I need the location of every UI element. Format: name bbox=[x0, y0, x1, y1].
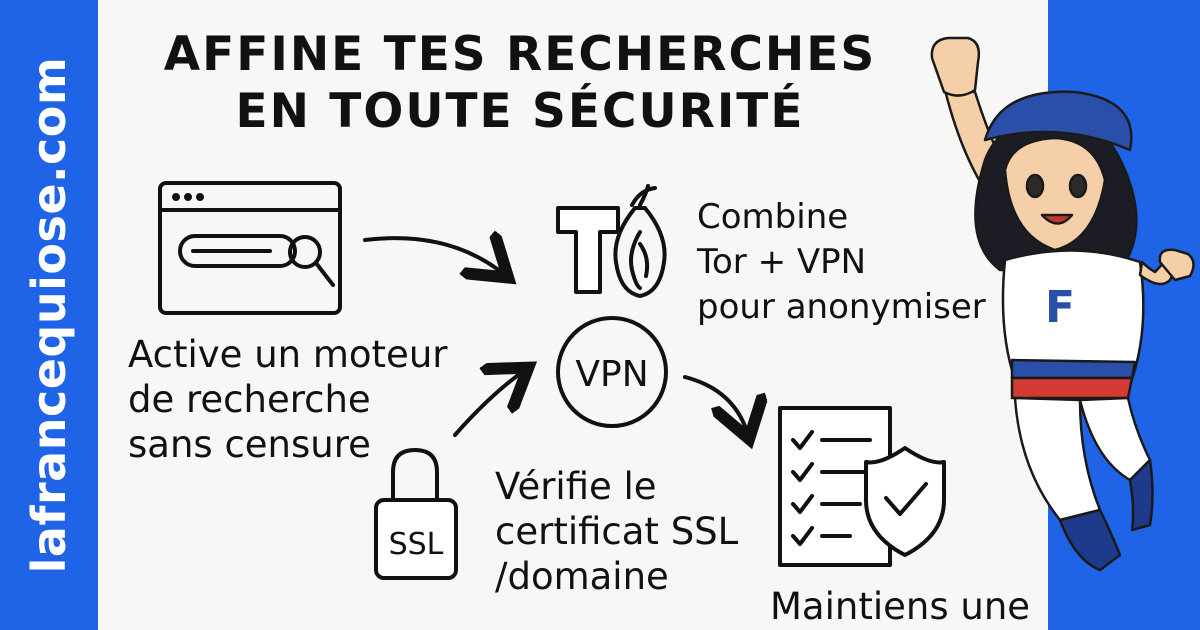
ssl-padlock-icon: SSL bbox=[374, 448, 458, 580]
step-maintain-text: Maintiens une bbox=[770, 584, 1030, 629]
step-maintain-line-1: Maintiens une bbox=[770, 585, 1031, 628]
title-line-2: EN TOUTE SÉCURITÉ bbox=[235, 84, 805, 139]
checklist-shield-icon bbox=[778, 406, 946, 567]
step-ssl-line-2: certificat SSL bbox=[495, 510, 739, 553]
step-tor-vpn-line-2: Tor + VPN bbox=[697, 242, 867, 282]
ssl-label: SSL bbox=[389, 527, 444, 562]
arrow-to-tor bbox=[363, 238, 505, 275]
step-tor-vpn-line-3: pour anonymiser bbox=[697, 287, 986, 327]
step-search-engine-text: Active un moteur de recherche sans censu… bbox=[128, 332, 448, 467]
browser-search-icon bbox=[158, 181, 342, 315]
title-line-1: AFFINE TES RECHERCHES bbox=[163, 27, 877, 82]
tor-onion-icon bbox=[556, 184, 667, 298]
arrow-to-vpn bbox=[453, 370, 525, 437]
step-ssl-line-3: /domaine bbox=[495, 555, 669, 598]
mascot-emblem: F bbox=[1045, 282, 1075, 333]
step-ssl-text: Vérifie le certificat SSL /domaine bbox=[495, 464, 738, 599]
page-title: AFFINE TES RECHERCHES EN TOUTE SÉCURITÉ bbox=[150, 26, 890, 140]
vpn-icon: VPN bbox=[556, 316, 668, 428]
step-search-engine-line-3: sans censure bbox=[128, 423, 371, 466]
arrow-to-checklist bbox=[683, 375, 748, 435]
step-search-engine-line-1: Active un moteur bbox=[128, 333, 448, 376]
step-tor-vpn-line-1: Combine bbox=[697, 197, 849, 237]
step-search-engine-line-2: de recherche bbox=[128, 378, 371, 421]
step-ssl-line-1: Vérifie le bbox=[495, 465, 657, 508]
vpn-label: VPN bbox=[575, 354, 648, 395]
superhero-girl-mascot: F bbox=[930, 36, 1195, 572]
brand-side-bar: lafrancequiose.com bbox=[0, 0, 98, 630]
step-tor-vpn-text: Combine Tor + VPN pour anonymiser bbox=[697, 195, 986, 330]
